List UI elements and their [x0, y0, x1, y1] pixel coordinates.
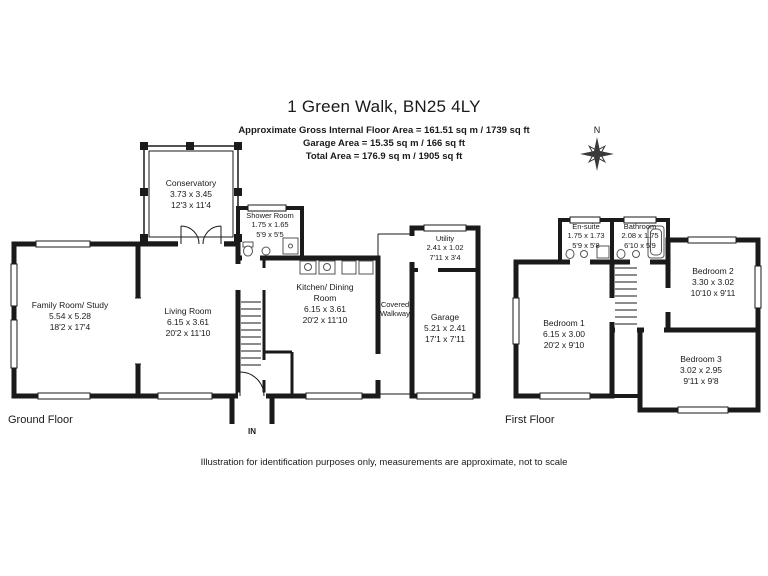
- property-title: 1 Green Walk, BN25 4LY: [287, 97, 481, 116]
- staircase-ground: [241, 301, 261, 366]
- room-name: Shower Room: [246, 211, 294, 220]
- room-metric: 6.15 x 3.61: [303, 304, 347, 315]
- compass-rose-icon: N: [580, 125, 614, 171]
- room-name: Garage: [430, 312, 460, 322]
- first-floor-openings: [570, 258, 672, 334]
- room-name: Living Room: [164, 306, 212, 316]
- room-label-kitchen-dining-room: Kitchen/ Dining Room 6.15 x 3.61 20'2 x …: [294, 282, 356, 326]
- room-label-utility: Utility 2.41 x 1.02 7'11 x 3'4: [415, 234, 475, 262]
- room-metric: 6.15 x 3.61: [166, 317, 210, 328]
- total-area-line: Total Area = 176.9 sq m / 1905 sq ft: [305, 151, 463, 162]
- room-metric: 2.41 x 1.02: [426, 243, 464, 253]
- room-label-conservatory: Conservatory 3.73 x 3.45 12'3 x 11'4: [149, 178, 233, 211]
- room-imperial: 5'9 x 5'8: [572, 240, 600, 250]
- room-name: Family Room/ Study: [31, 300, 109, 310]
- compass-north-label: N: [594, 125, 601, 135]
- room-imperial: 20'2 x 11'10: [302, 315, 348, 326]
- plan-header: 1 Green Walk, BN25 4LY Approximate Gross…: [0, 97, 768, 163]
- room-label-living-room: Living Room 6.15 x 3.61 20'2 x 11'10: [148, 306, 228, 339]
- room-metric: 3.73 x 3.45: [169, 189, 213, 200]
- room-imperial: 6'10 x 5'9: [624, 240, 656, 250]
- ground-floor-label: Ground Floor: [8, 414, 73, 426]
- covered-walkway-boundary: [377, 233, 412, 395]
- room-label-bedroom-1: Bedroom 1 6.15 x 3.00 20'2 x 9'10: [527, 318, 601, 351]
- ground-floor-windows: [10, 204, 474, 400]
- room-label-bathroom: Bathroom 2.08 x 1.75 6'10 x 5'9: [614, 222, 666, 250]
- room-name: Bedroom 1: [543, 318, 585, 328]
- room-name: En-suite: [572, 222, 600, 231]
- room-metric: 3.02 x 2.95: [679, 365, 723, 376]
- room-name: Kitchen/ Dining Room: [296, 282, 354, 304]
- first-floor-label: First Floor: [505, 414, 555, 426]
- garage-area-line: Garage Area = 15.35 sq m / 166 sq ft: [302, 138, 466, 149]
- room-imperial: 12'3 x 11'4: [171, 200, 211, 211]
- room-imperial: 17'1 x 7'11: [425, 334, 465, 345]
- room-imperial: 9'11 x 9'8: [683, 376, 719, 387]
- bathroom-fixtures: [616, 225, 665, 259]
- room-label-bedroom-3: Bedroom 3 3.02 x 2.95 9'11 x 9'8: [666, 354, 736, 387]
- room-imperial: 20'2 x 9'10: [543, 340, 585, 351]
- room-name: Bedroom 3: [680, 354, 722, 364]
- room-label-shower-room: Shower Room 1.75 x 1.65 5'9 x 5'5: [240, 211, 300, 239]
- room-imperial: 18'2 x 17'4: [49, 322, 91, 333]
- kitchen-fixtures: [299, 260, 374, 275]
- room-label-garage: Garage 5.21 x 2.41 17'1 x 7'11: [415, 312, 475, 345]
- room-metric: 6.15 x 3.00: [542, 329, 586, 340]
- room-metric: 1.75 x 1.73: [567, 231, 605, 241]
- ground-floor-doors: [180, 225, 265, 397]
- staircase-first: [615, 267, 637, 325]
- first-floor-windows: [512, 216, 762, 414]
- room-imperial: 20'2 x 11'10: [165, 328, 211, 339]
- room-metric: 5.21 x 2.41: [423, 323, 467, 334]
- room-metric: 5.54 x 5.28: [48, 311, 92, 322]
- shower-room-fixtures: [242, 237, 299, 257]
- room-metric: 2.08 x 1.75: [621, 231, 659, 241]
- ensuite-fixtures: [565, 245, 610, 259]
- room-metric: 1.75 x 1.65: [251, 220, 289, 230]
- gross-area-line: Approximate Gross Internal Floor Area = …: [238, 125, 530, 136]
- disclaimer-text: Illustration for identification purposes…: [200, 457, 568, 468]
- room-label-en-suite: En-suite 1.75 x 1.73 5'9 x 5'8: [562, 222, 610, 250]
- room-imperial: 7'11 x 3'4: [429, 252, 461, 262]
- room-imperial: 10'10 x 9'11: [690, 288, 736, 299]
- ground-floor-openings: [134, 236, 438, 400]
- room-metric: 3.30 x 3.02: [691, 277, 735, 288]
- room-label-covered-walkway: Covered Walkway: [377, 300, 413, 319]
- room-label-family-room-study: Family Room/ Study 5.54 x 5.28 18'2 x 17…: [14, 300, 126, 333]
- room-label-bedroom-2: Bedroom 2 3.30 x 3.02 10'10 x 9'11: [677, 266, 749, 299]
- room-name: Bedroom 2: [692, 266, 734, 276]
- room-imperial: 5'9 x 5'5: [256, 229, 284, 239]
- room-name: Covered Walkway: [380, 300, 410, 319]
- entrance-in-label: IN: [248, 427, 256, 436]
- room-name: Utility: [435, 234, 455, 243]
- room-name: Bathroom: [623, 222, 657, 231]
- room-name: Conservatory: [165, 178, 217, 188]
